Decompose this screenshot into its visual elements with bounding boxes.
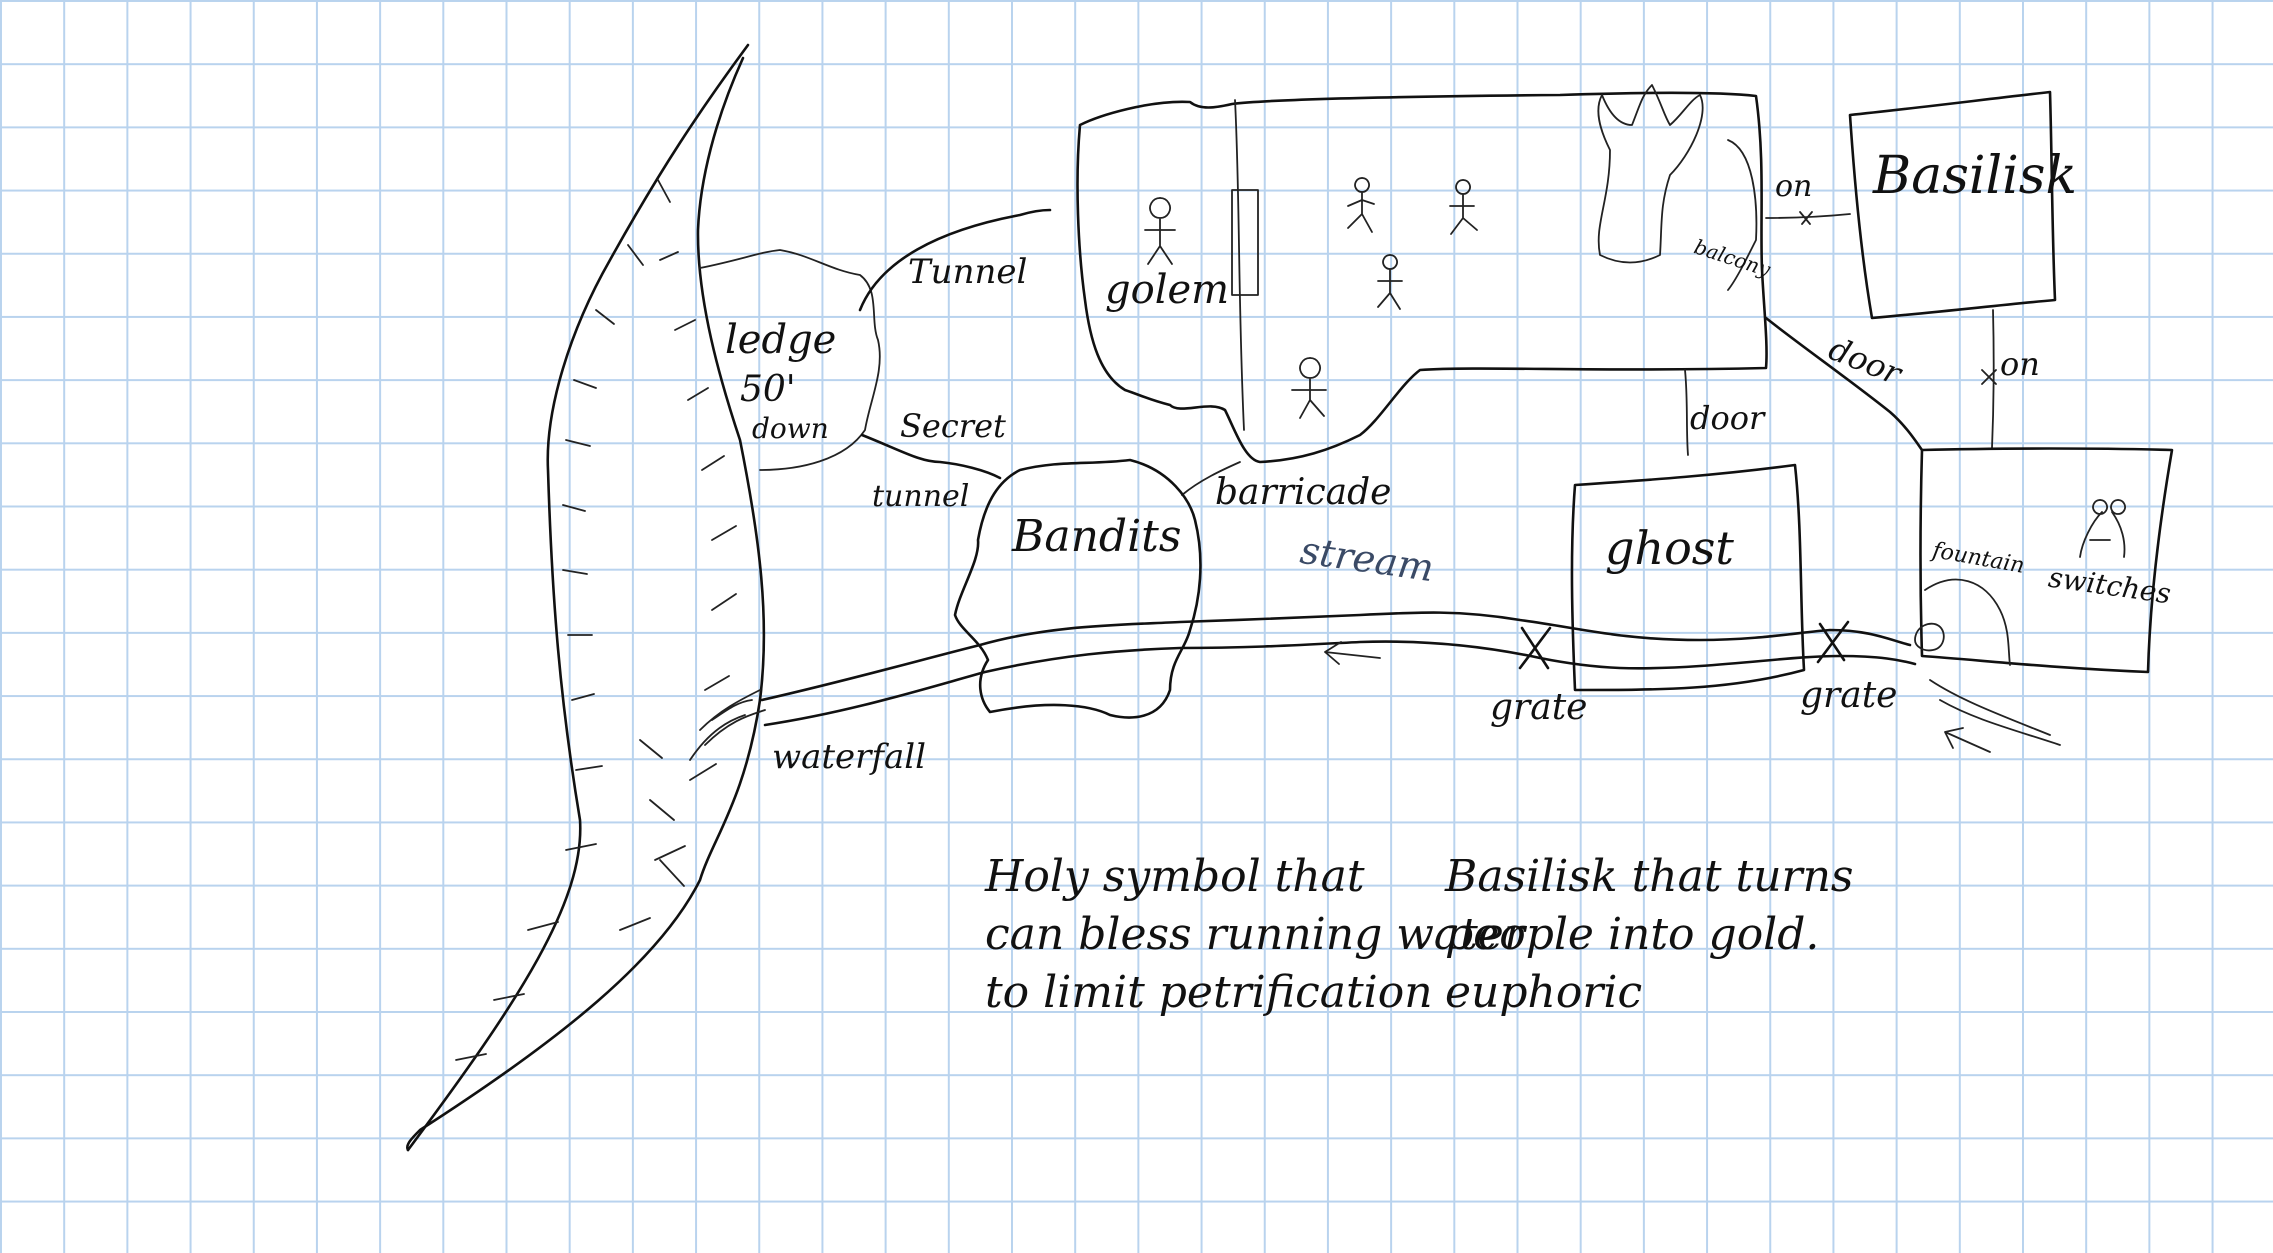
cliff-outer-edge [406,43,750,1152]
tunnel-top [858,208,1052,312]
fountain-icon [1914,578,2011,666]
waterfall-lines [689,689,766,761]
barricade-label: barricade [1215,472,1392,513]
inflow-arrow [1944,727,1991,753]
cliff-hatching [455,179,737,1061]
stream-bank-upper [760,611,1912,702]
secret-tunnel [860,433,1002,480]
bandits-label: Bandits [1012,511,1182,562]
grate-label-right: grate [1800,675,1898,716]
note-line: can bless running water [985,909,1525,960]
great-hall-outline [1076,91,1768,464]
basilisk-note: Basilisk that turns people into gold. eu… [1445,848,1853,1022]
note-line: euphoric [1445,967,1643,1018]
outflow-stream [1929,679,2061,746]
ghost-room-outline [1570,463,1806,692]
golem-label: golem [1105,267,1230,313]
stick-figure-icon [1449,179,1478,235]
basilisk-label: Basilisk [1873,146,2077,206]
stream-flow-arrow [1324,641,1381,665]
grate-label-left: grate [1490,687,1588,728]
grate-right-mark [1816,620,1850,664]
holy-symbol-note: Holy symbol that can bless running water… [985,848,1525,1022]
stick-figure-icon [1377,254,1403,310]
stream-bank-lower [763,640,1917,727]
balcony-outline [1727,139,1758,291]
statue-icon [1597,84,1704,264]
note-line: Basilisk that turns [1445,851,1854,902]
bandits-cave-outline [953,458,1202,719]
door-label-mid: door [1690,399,1765,437]
note-line: Holy symbol that [985,851,1365,902]
cliff-inner-edge [406,56,766,1152]
hall-divider-wall [1234,99,1245,431]
on-connector-right [1991,309,1995,449]
note-line: people into gold. [1445,909,1820,960]
ledge-depth-label: 50' [740,369,796,410]
switches-room-outline [1919,447,2174,674]
stick-figure-icon [1347,177,1375,233]
note-line: to limit petrification [985,967,1433,1018]
barricade-line [1181,461,1241,496]
stick-figure-golem-icon [1144,197,1176,265]
switch-figure-icon [2079,499,2126,558]
ghost-label: ghost [1605,521,1734,575]
on-connector-top [1765,213,1851,219]
grate-left-mark [1518,626,1552,670]
down-label: down [752,412,829,445]
stick-figure-icon [1291,357,1327,419]
ledge-label: ledge [725,317,837,363]
ledge-outline [699,249,881,471]
pillar-icon [1231,189,1259,296]
basilisk-room-outline [1848,90,2057,320]
on-switch-mark [1981,369,1997,385]
on-label-right: on [2000,345,2040,383]
on-switch-mark [1799,211,1813,225]
diagonal-door-path [1764,316,1924,452]
on-label-top: on [1775,169,1813,204]
secret-label: Secret [900,407,1006,445]
tunnel-label: tunnel [872,479,970,514]
waterfall-label: waterfall [772,737,927,777]
mid-door-path [1684,369,1689,456]
tunnel-top-label: Tunnel [908,252,1028,292]
